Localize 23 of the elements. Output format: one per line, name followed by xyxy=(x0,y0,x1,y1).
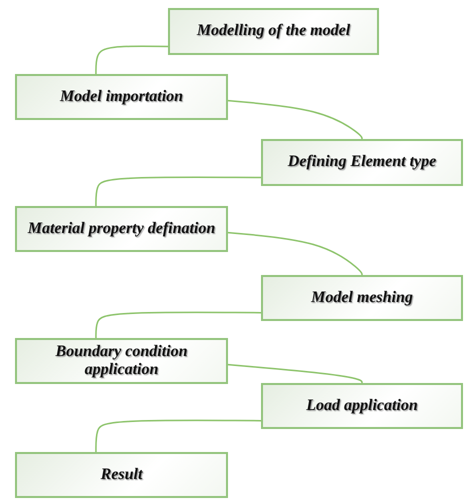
step-label: Boundary condition application xyxy=(54,342,189,380)
connector-line xyxy=(228,100,363,140)
process-box xyxy=(15,74,228,120)
connector-line xyxy=(95,420,261,452)
connector-line xyxy=(95,176,261,206)
connector-line xyxy=(228,364,363,384)
step-label: Material property defination xyxy=(28,220,216,238)
process-box xyxy=(261,383,463,429)
process-box xyxy=(261,275,463,321)
process-box xyxy=(15,452,228,498)
connector-line xyxy=(95,312,261,338)
connector-line xyxy=(95,45,168,74)
step-label: Defining Element type xyxy=(288,153,436,172)
process-box xyxy=(168,8,379,55)
step-label: Load application xyxy=(306,396,418,416)
step-label: Model importation xyxy=(60,88,184,106)
process-box xyxy=(15,206,228,252)
step-label: Model meshing xyxy=(311,288,413,308)
step-label: Result xyxy=(100,466,142,484)
process-box xyxy=(261,139,463,186)
process-box xyxy=(15,338,228,384)
step-label: Modelling of the model xyxy=(196,22,350,41)
connector-line xyxy=(228,232,363,276)
